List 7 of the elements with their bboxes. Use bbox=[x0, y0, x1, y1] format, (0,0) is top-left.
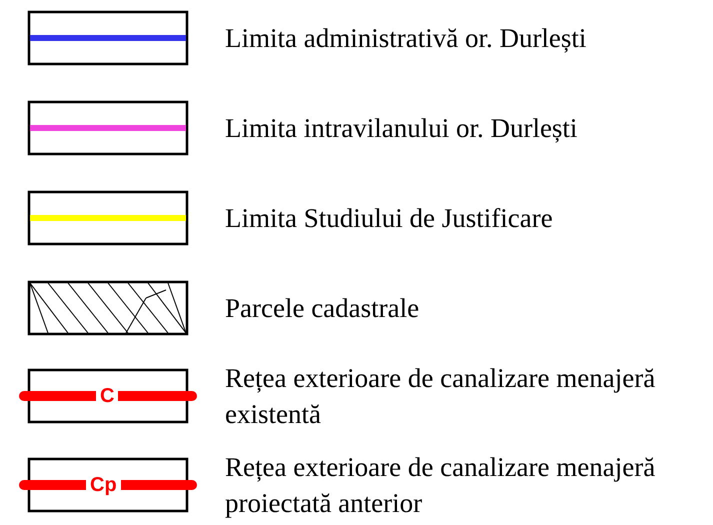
legend-text: Limita administrativă or. Durlești bbox=[225, 22, 588, 55]
legend-text: Limita intravilanului or. Durlești bbox=[225, 112, 578, 145]
legend-text: Limita Studiului de Justificare bbox=[225, 202, 554, 235]
legend-text: Rețea exterioare de canalizare menajeră proiectată anterior bbox=[225, 451, 656, 520]
line-code-label: Cp bbox=[86, 474, 121, 496]
legend-text: Parcele cadastrale bbox=[225, 292, 420, 325]
legend-text: Rețea exterioare de canalizare menajeră existentă bbox=[225, 362, 656, 431]
